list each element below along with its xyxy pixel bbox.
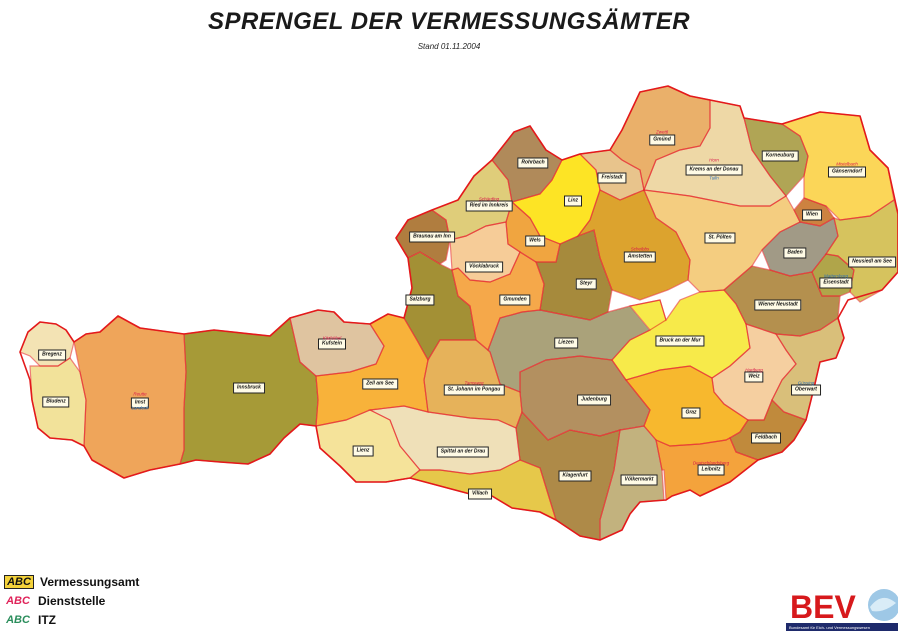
office-label-korneuburg: Korneuburg [761,150,799,162]
legend-symbol-vermessungsamt: ABC [4,574,34,589]
sublabel-landeck: Landeck [131,405,149,411]
legend-label-itz: ITZ [38,612,56,627]
office-label-liezen: Liezen [554,337,578,349]
sublabel-gssing: Güssing [797,380,815,386]
legend-label-vermessungsamt: Vermessungsamt [40,574,140,589]
logo-text: BEV [790,589,856,625]
office-label-leibnitz: Leibnitz [697,464,725,476]
sublabel-mattersburg: Mattersburg [823,273,849,279]
office-label-freistadt: Freistadt [597,172,627,184]
map-title: SPRENGEL DER VERMESSUNGSÄMTER [207,8,691,35]
office-label-gmunden: Gmunden [499,294,531,306]
sublabel-tulln: Tulln [709,175,719,181]
office-label-villach: Villach [468,488,492,500]
office-label-wels: Wels [525,235,545,247]
office-label-weiz: Weiz [744,371,764,383]
legend-item-vermessungsamt: ABC Vermessungsamt [4,572,139,591]
region-border-leibnitz [655,437,760,502]
office-label-zell: Zell am See [362,378,398,390]
sublabel-scheibbs: Scheibbs [630,246,650,252]
region-border-feldbach [729,398,807,461]
office-label-bruck: Bruck an der Mur [655,335,705,347]
legend-symbol-dienststelle: ABC [6,594,30,607]
office-label-stpoelten: St. Pölten [704,232,736,244]
office-label-ried: Ried im Innkreis [465,200,513,212]
office-label-bregenz: Bregenz [38,349,66,361]
office-label-kufstein: Kufstein [318,338,346,350]
sublabel-reutte: Reutte [133,391,147,397]
sublabel-deutschlandsberg: Deutschlandsberg [692,460,730,466]
legend-item-itz: ABC ITZ [4,610,139,629]
office-label-graz: Graz [681,407,701,419]
legend-item-dienststelle: ABC Dienststelle [4,591,139,610]
office-label-voecklabruck: Vöcklabruck [465,261,503,273]
office-label-braunau: Braunau am Inn [409,231,455,243]
office-label-amstetten: Amstetten [623,251,657,263]
office-label-innsbruck: Innsbruck [233,382,265,394]
office-label-gmuend: Gmünd [649,134,675,146]
office-label-steyr: Steyr [575,278,597,290]
office-label-judenburg: Judenburg [577,394,611,406]
office-label-stjohann: St. Johann im Pongau [443,384,505,396]
sublabel-mistelbach: Mistelbach [836,161,858,167]
office-label-imst: Imst [130,397,150,409]
office-label-neusiedl: Neusiedl am See [848,256,896,268]
sublabel-kitzbhel: Kitzbühel [322,335,342,341]
office-label-rohrbach: Rohrbach [517,157,549,169]
office-label-gaenserndorf: Gänserndorf [827,166,867,178]
bev-logo: BEV Bundesamt für Eich- und Vermessungsw… [786,585,898,631]
logo-caption: Bundesamt für Eich- und Vermessungswesen [789,625,870,630]
office-label-wien: Wien [802,209,822,221]
sublabel-tamsweg: Tamsweg [464,380,484,386]
office-label-krems: Krems an der Donau [685,164,743,176]
legend-label-dienststelle: Dienststelle [38,593,106,608]
sublabel-horn: Horn [709,157,719,163]
office-label-salzburg: Salzburg [405,294,435,306]
office-label-spittal: Spittal an der Drau [436,446,490,458]
office-label-eisenstadt: Eisenstadt [819,277,853,289]
office-label-feldbach: Feldbach [751,432,781,444]
office-label-voelkermarkt: Völkermarkt [620,474,658,486]
legend-symbol-itz: ABC [6,613,30,626]
office-label-baden: Baden [783,247,807,259]
sublabel-hartberg: Hartberg [745,367,763,373]
office-label-oberwart: Oberwart [791,384,821,396]
sublabel-zwettl: Zwettl [655,129,669,135]
sublabel-schrding: Schärding [478,196,500,202]
region-border-braunau [395,209,451,265]
office-label-lienz: Lienz [352,445,374,457]
legend: ABC Vermessungsamt ABC Dienststelle ABC … [4,572,139,629]
office-label-wrneustadt: Wiener Neustadt [754,299,802,311]
office-label-linz: Linz [564,195,582,207]
office-label-klagenfurt: Klagenfurt [558,470,592,482]
office-label-bludenz: Bludenz [42,396,70,408]
map-subtitle: Stand 01.11.2004 [417,42,481,51]
